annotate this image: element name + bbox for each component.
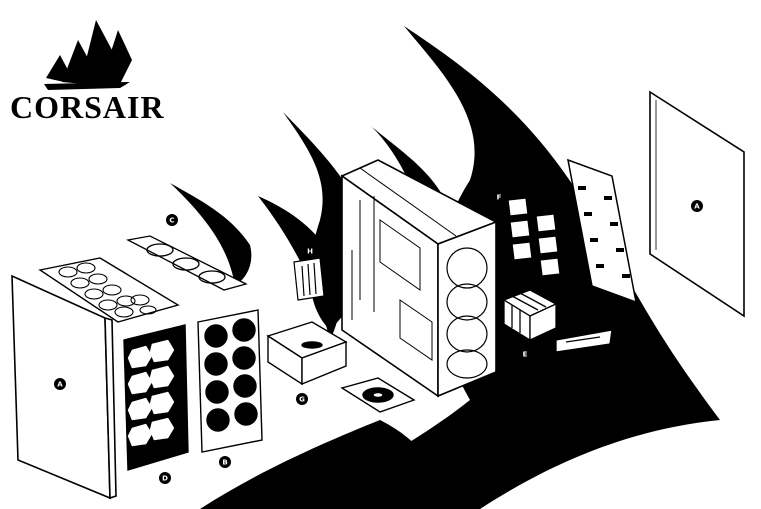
callout-badge-B: B: [219, 456, 231, 468]
front-fan-bracket: [197, 309, 263, 453]
callout-letter: A: [694, 203, 700, 211]
callout-letter: B: [222, 459, 227, 467]
callout-badge-D: D: [159, 472, 171, 484]
callout-letter: A: [57, 381, 63, 389]
top-fan-bracket: [126, 235, 248, 291]
top-mesh-panel: [38, 257, 180, 323]
callout-letter: E: [523, 351, 528, 359]
rear-motherboard-tray: [567, 158, 637, 304]
callout-badge-H: H: [304, 245, 316, 257]
corsair-sails-logo: [44, 20, 132, 90]
callout-badge-A-right: A: [691, 200, 703, 212]
power-supply: [266, 321, 348, 386]
bottom-fan: [340, 377, 416, 413]
callout-letter: G: [299, 396, 305, 404]
front-mesh-panel: [123, 324, 189, 471]
callout-badge-E: E: [519, 348, 531, 360]
callout-badge-F: F: [493, 191, 505, 203]
callout-letter: D: [162, 475, 168, 483]
callout-letter: H: [307, 248, 313, 256]
brand-name: CORSAIR: [10, 89, 165, 125]
main-chassis: [340, 159, 498, 398]
cable-cover-plate: [555, 329, 613, 353]
expansion-slot-covers: [293, 257, 325, 301]
callout-badge-A-left: A: [54, 378, 66, 390]
drive-cage: [502, 289, 558, 342]
callout-badge-C: C: [166, 214, 178, 226]
callout-letter: F: [497, 194, 502, 202]
callout-badge-G: G: [296, 393, 308, 405]
callout-letter: C: [169, 217, 174, 225]
ssd-trays: [507, 197, 561, 277]
